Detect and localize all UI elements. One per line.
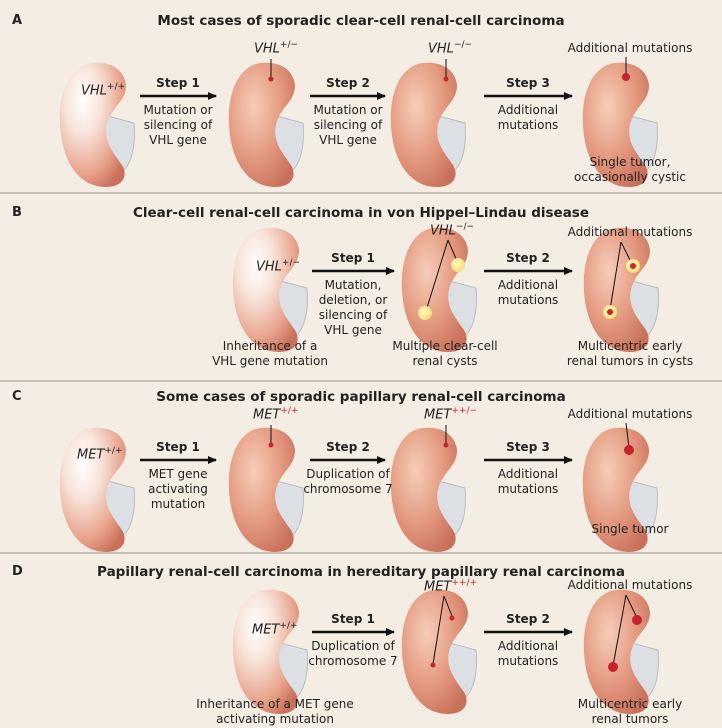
genotype-b2: VHL−/−: [430, 222, 474, 238]
step-label-a2: Step 2: [310, 76, 386, 90]
panel-title-b: Clear-cell renal-cell carcinoma in von H…: [0, 205, 722, 221]
genotype-d2: MET++/+: [424, 578, 477, 594]
step-label-b2: Step 2: [484, 251, 572, 265]
kidney-d3: [584, 590, 659, 714]
step-label-d1: Step 1: [312, 612, 394, 626]
genotype-a1: VHL+/+: [81, 82, 125, 98]
genotype-a3: VHL−/−: [428, 40, 472, 56]
panel-title-a: Most cases of sporadic clear-cell renal-…: [0, 13, 722, 29]
kidney-a3: [391, 63, 466, 187]
genotype-c3: MET++/−: [424, 406, 477, 422]
annotation-d-top: Additional mutations: [555, 578, 705, 593]
step-label-a3: Step 3: [484, 76, 572, 90]
annotation-c-bottom: Single tumor: [560, 522, 700, 537]
genotype-c1: MET+/+: [77, 446, 123, 462]
step-label-a1: Step 1: [140, 76, 216, 90]
step-label-b1: Step 1: [312, 251, 394, 265]
step-label-d2: Step 2: [484, 612, 572, 626]
genotype-b1: VHL+/−: [256, 258, 300, 274]
genotype-d1: MET+/+: [252, 621, 298, 637]
genotype-c2: MET+/+: [253, 406, 299, 422]
annotation-a-bottom: Single tumor,occasionally cystic: [560, 155, 700, 185]
annotation-b-top: Additional mutations: [555, 225, 705, 240]
kidney-a2: [229, 63, 304, 187]
step-label-c1: Step 1: [140, 440, 216, 454]
kidney-b2: [402, 228, 477, 352]
step-label-c3: Step 3: [484, 440, 572, 454]
annotation-a-top: Additional mutations: [560, 41, 700, 56]
kidney-d2: [402, 590, 477, 714]
kidney-b3: [584, 228, 659, 352]
panel-title-c: Some cases of sporadic papillary renal-c…: [0, 389, 722, 405]
genotype-a2: VHL+/−: [254, 40, 298, 56]
step-label-c2: Step 2: [310, 440, 386, 454]
annotation-c-top: Additional mutations: [560, 407, 700, 422]
kidney-b1: [233, 228, 308, 352]
